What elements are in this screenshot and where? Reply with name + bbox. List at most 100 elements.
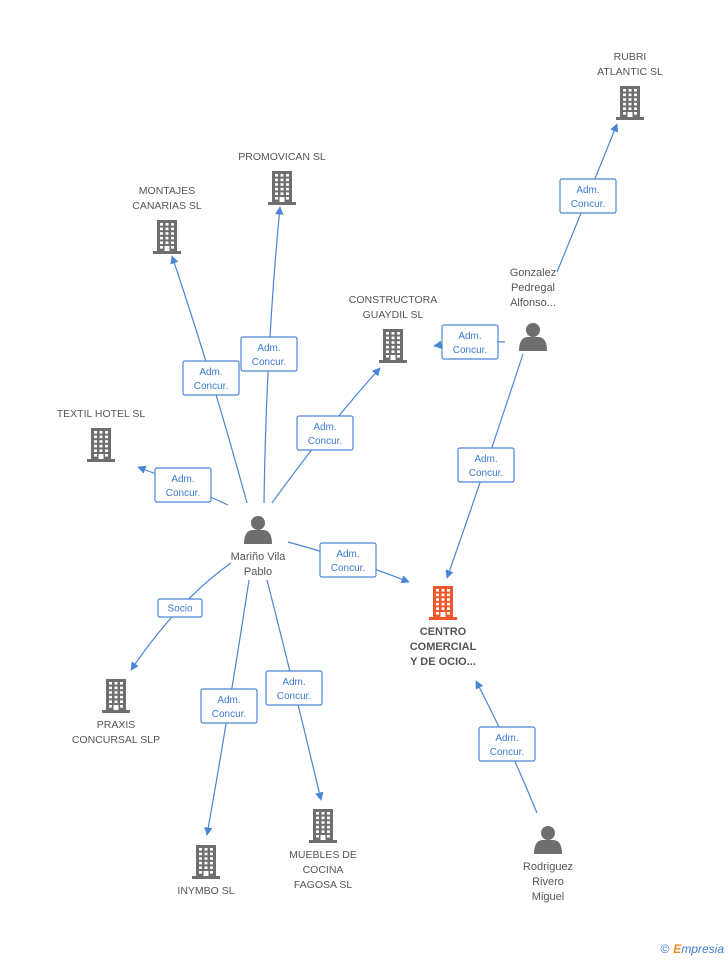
edge-label-text: Concur. <box>212 709 246 720</box>
edge-label-marino-montajes[interactable]: Adm. Concur. <box>182 360 240 396</box>
node-promovican[interactable]: PROMOVICAN SL <box>238 151 326 205</box>
edge-label-gonzalez-rubri[interactable]: Adm. Concur. <box>559 178 617 214</box>
edge-label-box <box>182 360 240 396</box>
edge-label-rodriguez-centro[interactable]: Adm. Concur. <box>478 726 536 762</box>
edge-label-text: Adm. <box>313 422 336 433</box>
node-label-rubri: ATLANTIC SL <box>597 66 663 78</box>
edge-label-marino-promovican[interactable]: Adm. Concur. <box>240 336 298 372</box>
node-label-constructora: GUAYDIL SL <box>363 309 424 321</box>
edge-label-text: Concur. <box>277 691 311 702</box>
node-rubri[interactable]: RUBRI ATLANTIC SL <box>597 51 663 120</box>
copyright-symbol: © <box>660 942 670 956</box>
edge-label-text: Adm. <box>458 331 481 342</box>
node-label-rodriguez: Miguel <box>532 891 564 903</box>
node-label-gonzalez: Pedregal <box>511 282 555 294</box>
edge-label-marino-textil[interactable]: Adm. Concur. <box>154 467 212 503</box>
building-icon <box>379 329 407 363</box>
node-label-centro: Y DE OCIO... <box>410 656 476 668</box>
edge-label-box <box>154 467 212 503</box>
node-muebles[interactable]: MUEBLES DE COCINA FAGOSA SL <box>289 809 357 891</box>
person-icon <box>519 323 547 351</box>
edge-label-text: Adm. <box>171 474 194 485</box>
edge-label-text: Adm. <box>474 454 497 465</box>
node-constructora[interactable]: CONSTRUCTORA GUAYDIL SL <box>349 294 437 363</box>
footer-brand[interactable]: ©Empresia <box>660 942 724 956</box>
edge-label-box <box>559 178 617 214</box>
edge-label-marino-praxis[interactable]: Socio <box>157 598 203 618</box>
edge-label-box <box>200 688 258 724</box>
person-icon <box>534 826 562 854</box>
node-label-constructora: CONSTRUCTORA <box>349 294 437 306</box>
node-praxis[interactable]: PRAXIS CONCURSAL SLP <box>72 679 160 746</box>
building-icon <box>102 679 130 713</box>
edge-label-text: Concur. <box>453 345 487 356</box>
edge-label-text: Adm. <box>282 677 305 688</box>
edge-label-text: Adm. <box>495 733 518 744</box>
edge-label-marino-muebles[interactable]: Adm. Concur. <box>265 670 323 706</box>
edge-label-text: Concur. <box>331 563 365 574</box>
building-icon <box>192 845 220 879</box>
node-label-marino: Mariño Vila <box>231 551 287 563</box>
edge-label-box <box>457 447 515 483</box>
node-label-centro: CENTRO <box>420 626 467 638</box>
edge-label-box <box>441 324 499 360</box>
node-label-inymbo: INYMBO SL <box>177 885 234 897</box>
edge-label-text: Concur. <box>308 436 342 447</box>
edge-label-marino-centro[interactable]: Adm. Concur. <box>319 542 377 578</box>
edge-label-text: Concur. <box>571 199 605 210</box>
edge-label-gonzalez-constructora[interactable]: Adm. Concur. <box>441 324 499 360</box>
edge-label-text: Concur. <box>194 381 228 392</box>
building-icon <box>87 428 115 462</box>
node-label-muebles: MUEBLES DE <box>289 849 357 861</box>
edge-label-marino-constructora[interactable]: Adm. Concur. <box>296 415 354 451</box>
building-icon <box>153 220 181 254</box>
node-gonzalez[interactable]: GonzalezPedregalAlfonso... <box>510 267 556 351</box>
node-label-gonzalez: Gonzalez <box>510 267 556 279</box>
edge-label-text: Adm. <box>217 695 240 706</box>
edge-label-text: Adm. <box>199 367 222 378</box>
node-label-gonzalez: Alfonso... <box>510 297 556 309</box>
node-label-muebles: FAGOSA SL <box>294 879 353 891</box>
edge-label-box <box>157 598 203 618</box>
edge-label-marino-inymbo[interactable]: Adm. Concur. <box>200 688 258 724</box>
edge-label-text: Adm. <box>336 549 359 560</box>
node-label-praxis: CONCURSAL SLP <box>72 734 160 746</box>
edge-label-box <box>296 415 354 451</box>
node-montajes[interactable]: MONTAJES CANARIAS SL <box>132 185 202 254</box>
node-label-rodriguez: Rodriguez <box>523 861 573 873</box>
node-label-rubri: RUBRI <box>614 51 647 63</box>
nodes-layer: RUBRI ATLANTIC SL PROMOVICAN SL MONTAJES CAN… <box>57 51 663 903</box>
edge-label-text: Concur. <box>166 488 200 499</box>
brand-name: mpresia <box>681 942 724 956</box>
edge-label-text: Concur. <box>469 468 503 479</box>
node-textil[interactable]: TEXTIL HOTEL SL <box>57 408 146 462</box>
node-label-marino: Pablo <box>244 566 272 578</box>
node-label-promovican: PROMOVICAN SL <box>238 151 326 163</box>
node-label-montajes: MONTAJES <box>139 185 195 197</box>
node-label-rodriguez: Rivero <box>532 876 564 888</box>
brand-initial: E <box>673 942 682 956</box>
node-label-montajes: CANARIAS SL <box>132 200 202 212</box>
edge-labels-layer: Adm. Concur. Adm. Concur. Adm. Concur. Adm. Con… <box>154 178 617 762</box>
edge-label-text: Concur. <box>490 747 524 758</box>
edge-label-box <box>265 670 323 706</box>
edge-label-text: Concur. <box>252 357 286 368</box>
building-icon <box>429 586 457 620</box>
building-icon <box>309 809 337 843</box>
edge-label-text: Adm. <box>257 343 280 354</box>
edge-label-text: Socio <box>167 604 192 615</box>
person-icon <box>244 516 272 544</box>
node-label-textil: TEXTIL HOTEL SL <box>57 408 146 420</box>
node-inymbo[interactable]: INYMBO SL <box>177 845 235 897</box>
node-label-muebles: COCINA <box>303 864 344 876</box>
node-label-praxis: PRAXIS <box>97 719 136 731</box>
edge-label-box <box>240 336 298 372</box>
edge-label-text: Adm. <box>576 185 599 196</box>
edge-label-box <box>319 542 377 578</box>
building-icon <box>616 86 644 120</box>
edge-label-gonzalez-centro[interactable]: Adm. Concur. <box>457 447 515 483</box>
